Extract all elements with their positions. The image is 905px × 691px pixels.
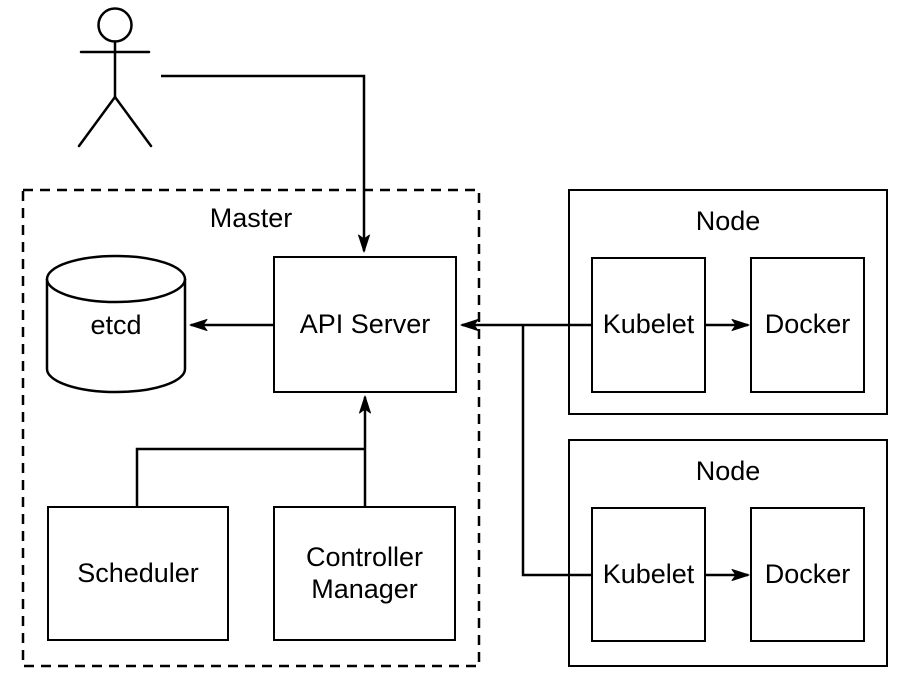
user-actor-icon (77, 7, 153, 148)
etcd-database-cylinder-icon (45, 254, 187, 394)
